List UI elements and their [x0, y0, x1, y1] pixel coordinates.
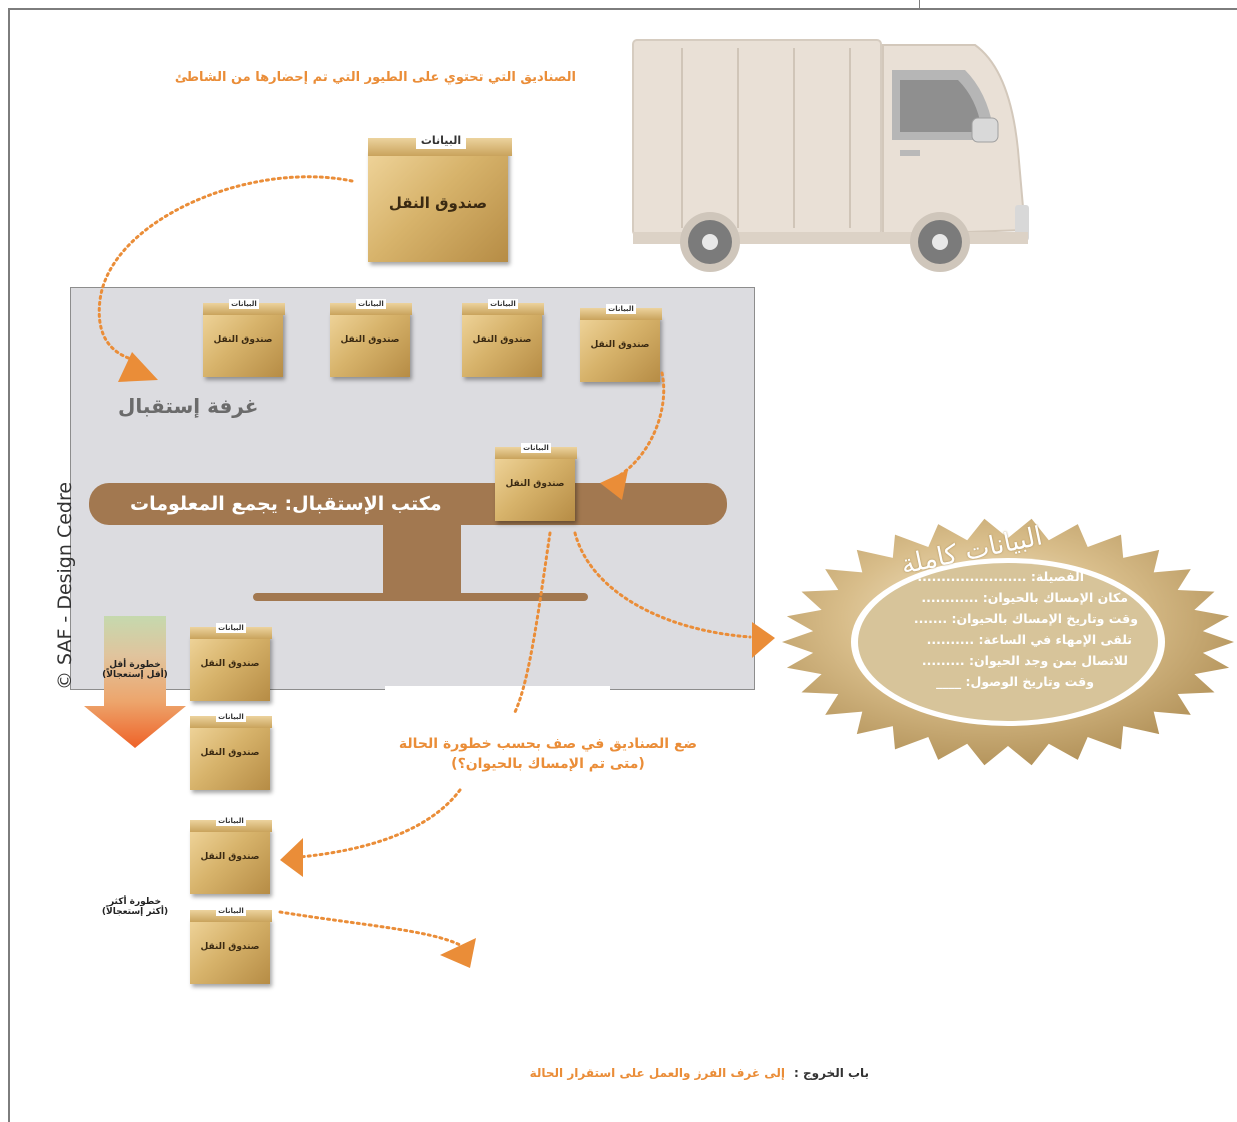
box-label: صندوق النقل	[590, 340, 650, 350]
transport-box: البيانات صندوق النقل	[580, 304, 664, 384]
seal-field: مكان الإمساك بالحيوان: ............	[921, 590, 1128, 605]
box-tag: البيانات	[216, 816, 246, 826]
box-tag: البيانات	[521, 443, 551, 453]
high-risk-line1: خطورة أكثر	[108, 897, 162, 907]
box-label: صندوق النقل	[200, 852, 260, 862]
box-tag: البيانات	[216, 623, 246, 633]
seal-fields: الفصيلة: ....................... مكان ال…	[868, 566, 1138, 692]
transport-box: البيانات صندوق النقل	[190, 623, 274, 703]
box-tag: البيانات	[606, 304, 636, 314]
box-lid	[190, 716, 272, 728]
exit-text: إلى غرف الفرز والعمل على استقرار الحالة	[529, 1066, 785, 1080]
transport-box: البيانات صندوق النقل	[190, 712, 274, 792]
intro-title: الصناديق التي تحتوي على الطيور التي تم إ…	[174, 70, 576, 85]
box-lid	[462, 303, 544, 315]
box-label: صندوق النقل	[388, 194, 488, 212]
box-lid	[190, 910, 272, 922]
box-lid	[190, 820, 272, 832]
box-label: صندوق النقل	[200, 659, 260, 669]
box-lid	[580, 308, 662, 320]
arrow-icon	[752, 622, 775, 658]
sort-note-line1: ضع الصناديق في صف بحسب خطورة الحالة	[398, 736, 698, 752]
frame-top-border	[8, 8, 1237, 10]
exit-label: باب الخروج :	[794, 1066, 870, 1080]
box-tag: البيانات	[356, 299, 386, 309]
box-label: صندوق النقل	[505, 479, 565, 489]
sort-note: ضع الصناديق في صف بحسب خطورة الحالة (متى…	[388, 734, 708, 774]
box-tag: البيانات	[216, 712, 246, 722]
seal-field: للاتصال بمن وجد الحيوان: .........	[921, 653, 1128, 668]
reception-desk-base	[253, 593, 588, 601]
transport-box-large: البيانات صندوق النقل	[368, 133, 514, 264]
box-tag: البيانات	[229, 299, 259, 309]
box-icon	[190, 918, 270, 984]
frame-left-border	[8, 8, 10, 1122]
low-risk-line2: (أقل إستعجالاً)	[102, 670, 168, 680]
box-lid	[190, 627, 272, 639]
exit-door-gap	[385, 686, 610, 690]
high-risk-label: خطورة أكثر (أكثر إستعجالاً)	[90, 897, 180, 917]
box-tag: البيانات	[488, 299, 518, 309]
box-label: صندوق النقل	[213, 335, 273, 345]
box-label: صندوق النقل	[200, 942, 260, 952]
box-icon	[580, 316, 660, 382]
seal-field: وقت وتاريخ الوصول: ____	[936, 674, 1094, 689]
box-icon	[495, 455, 575, 521]
transport-box: البيانات صندوق النقل	[462, 299, 546, 379]
frame-tick	[919, 0, 920, 9]
box-icon	[190, 828, 270, 894]
reception-desk-label: مكتب الإستقبال: يجمع المعلومات	[130, 493, 442, 515]
box-icon	[190, 724, 270, 790]
transport-box: البيانات صندوق النقل	[203, 299, 287, 379]
arrow-icon	[280, 838, 303, 877]
seal-field: وقت وتاريخ الإمساك بالحيوان: .......	[913, 611, 1138, 626]
box-label: صندوق النقل	[200, 748, 260, 758]
low-risk-line1: خطورة أقل	[109, 660, 161, 670]
sort-note-line2: (متى تم الإمساك بالحيوان؟)	[451, 756, 645, 772]
transport-box: البيانات صندوق النقل	[190, 816, 274, 896]
transport-box: البيانات صندوق النقل	[190, 906, 274, 986]
box-label: صندوق النقل	[340, 335, 400, 345]
box-label: صندوق النقل	[472, 335, 532, 345]
box-icon	[462, 311, 542, 377]
box-lid	[495, 447, 577, 459]
high-risk-line2: (أكثر إستعجالاً)	[101, 907, 169, 917]
reception-desk-leg	[383, 522, 461, 594]
reception-room-label: غرفة إستقبال	[118, 394, 259, 418]
transport-box: البيانات صندوق النقل	[330, 299, 414, 379]
credit-text: © SAF - Design Cedre	[54, 481, 76, 690]
seal-field: الفصيلة: .......................	[917, 569, 1084, 584]
seal-badge-icon	[782, 518, 1234, 766]
box-icon	[368, 150, 508, 262]
low-risk-label: خطورة أقل (أقل إستعجالاً)	[95, 660, 175, 680]
arrow-icon	[440, 938, 476, 968]
transport-box-desk: البيانات صندوق النقل	[495, 443, 579, 523]
box-tag: البيانات	[216, 906, 246, 916]
seal-field: تلقى الإمهاء في الساعة: ..........	[926, 632, 1132, 647]
box-tag: البيانات	[416, 133, 466, 149]
box-icon	[190, 635, 270, 701]
